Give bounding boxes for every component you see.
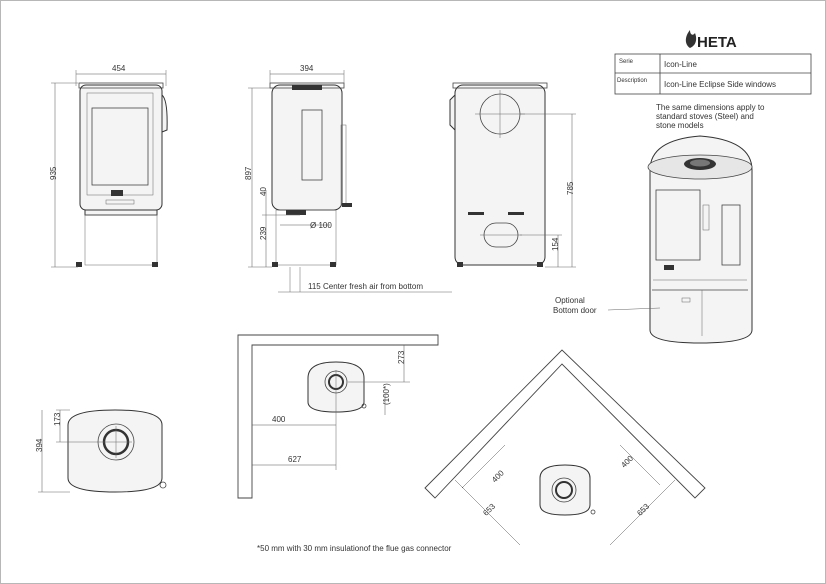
wall-placement-view: 400 627 273 (100*) — [237, 334, 439, 499]
description-label: Description — [617, 78, 647, 84]
fresh-air-note: 115 Center fresh air from bottom — [308, 282, 423, 291]
description-value: Icon-Line Eclipse Side windows — [664, 80, 776, 89]
back-154-dim: 154 — [551, 237, 560, 251]
wall-627-dim: 627 — [288, 455, 302, 464]
top-173-dim: 173 — [53, 412, 62, 426]
corner-400-right-dim: 400 — [619, 453, 635, 469]
side-40-dim: 40 — [259, 187, 268, 196]
corner-653-left-dim: 653 — [481, 501, 497, 517]
optional-door-note-line2: Bottom door — [553, 306, 597, 315]
front-view: 454 935 — [49, 64, 168, 268]
flame-logo-icon — [685, 30, 697, 48]
side-height-dim: 897 — [244, 166, 253, 180]
top-394-dim: 394 — [35, 438, 44, 452]
optional-door-note-line1: Optional — [555, 296, 585, 305]
serie-value: Icon-Line — [664, 60, 697, 69]
serie-label: Serie — [619, 59, 634, 65]
wall-273-dim: 273 — [397, 350, 406, 364]
side-239-dim: 239 — [259, 226, 268, 240]
back-785-dim: 785 — [566, 181, 575, 195]
front-width-dim: 454 — [112, 64, 126, 73]
side-view: 394 897 40 239 Ø 100 115 Center fresh ai… — [244, 64, 452, 293]
same-dimensions-note-line2: standard stoves (Steel) and — [656, 112, 754, 121]
top-view: 173 394 — [35, 409, 167, 493]
front-height-dim: 935 — [49, 166, 58, 180]
title-block: Serie Icon-Line Description Icon-Line Ec… — [614, 53, 812, 95]
corner-400-left-dim: 400 — [490, 468, 506, 484]
back-view: 785 154 — [449, 82, 576, 268]
wall-400-dim: 400 — [272, 415, 286, 424]
side-depth-dim: 394 — [300, 64, 314, 73]
side-pipe-dim: Ø 100 — [310, 221, 332, 230]
wall-100-dim: (100*) — [382, 383, 391, 405]
corner-653-right-dim: 653 — [635, 501, 651, 517]
brand-name: HETA — [697, 34, 737, 51]
corner-placement-view: 400 653 400 653 — [424, 349, 706, 546]
same-dimensions-note-line3: stone models — [656, 121, 704, 130]
heta-logo: HETA — [685, 30, 737, 51]
footnote: *50 mm with 30 mm insulationof the flue … — [257, 544, 452, 553]
perspective-view: Optional Bottom door — [553, 135, 753, 344]
same-dimensions-note-line1: The same dimensions apply to — [656, 103, 765, 112]
